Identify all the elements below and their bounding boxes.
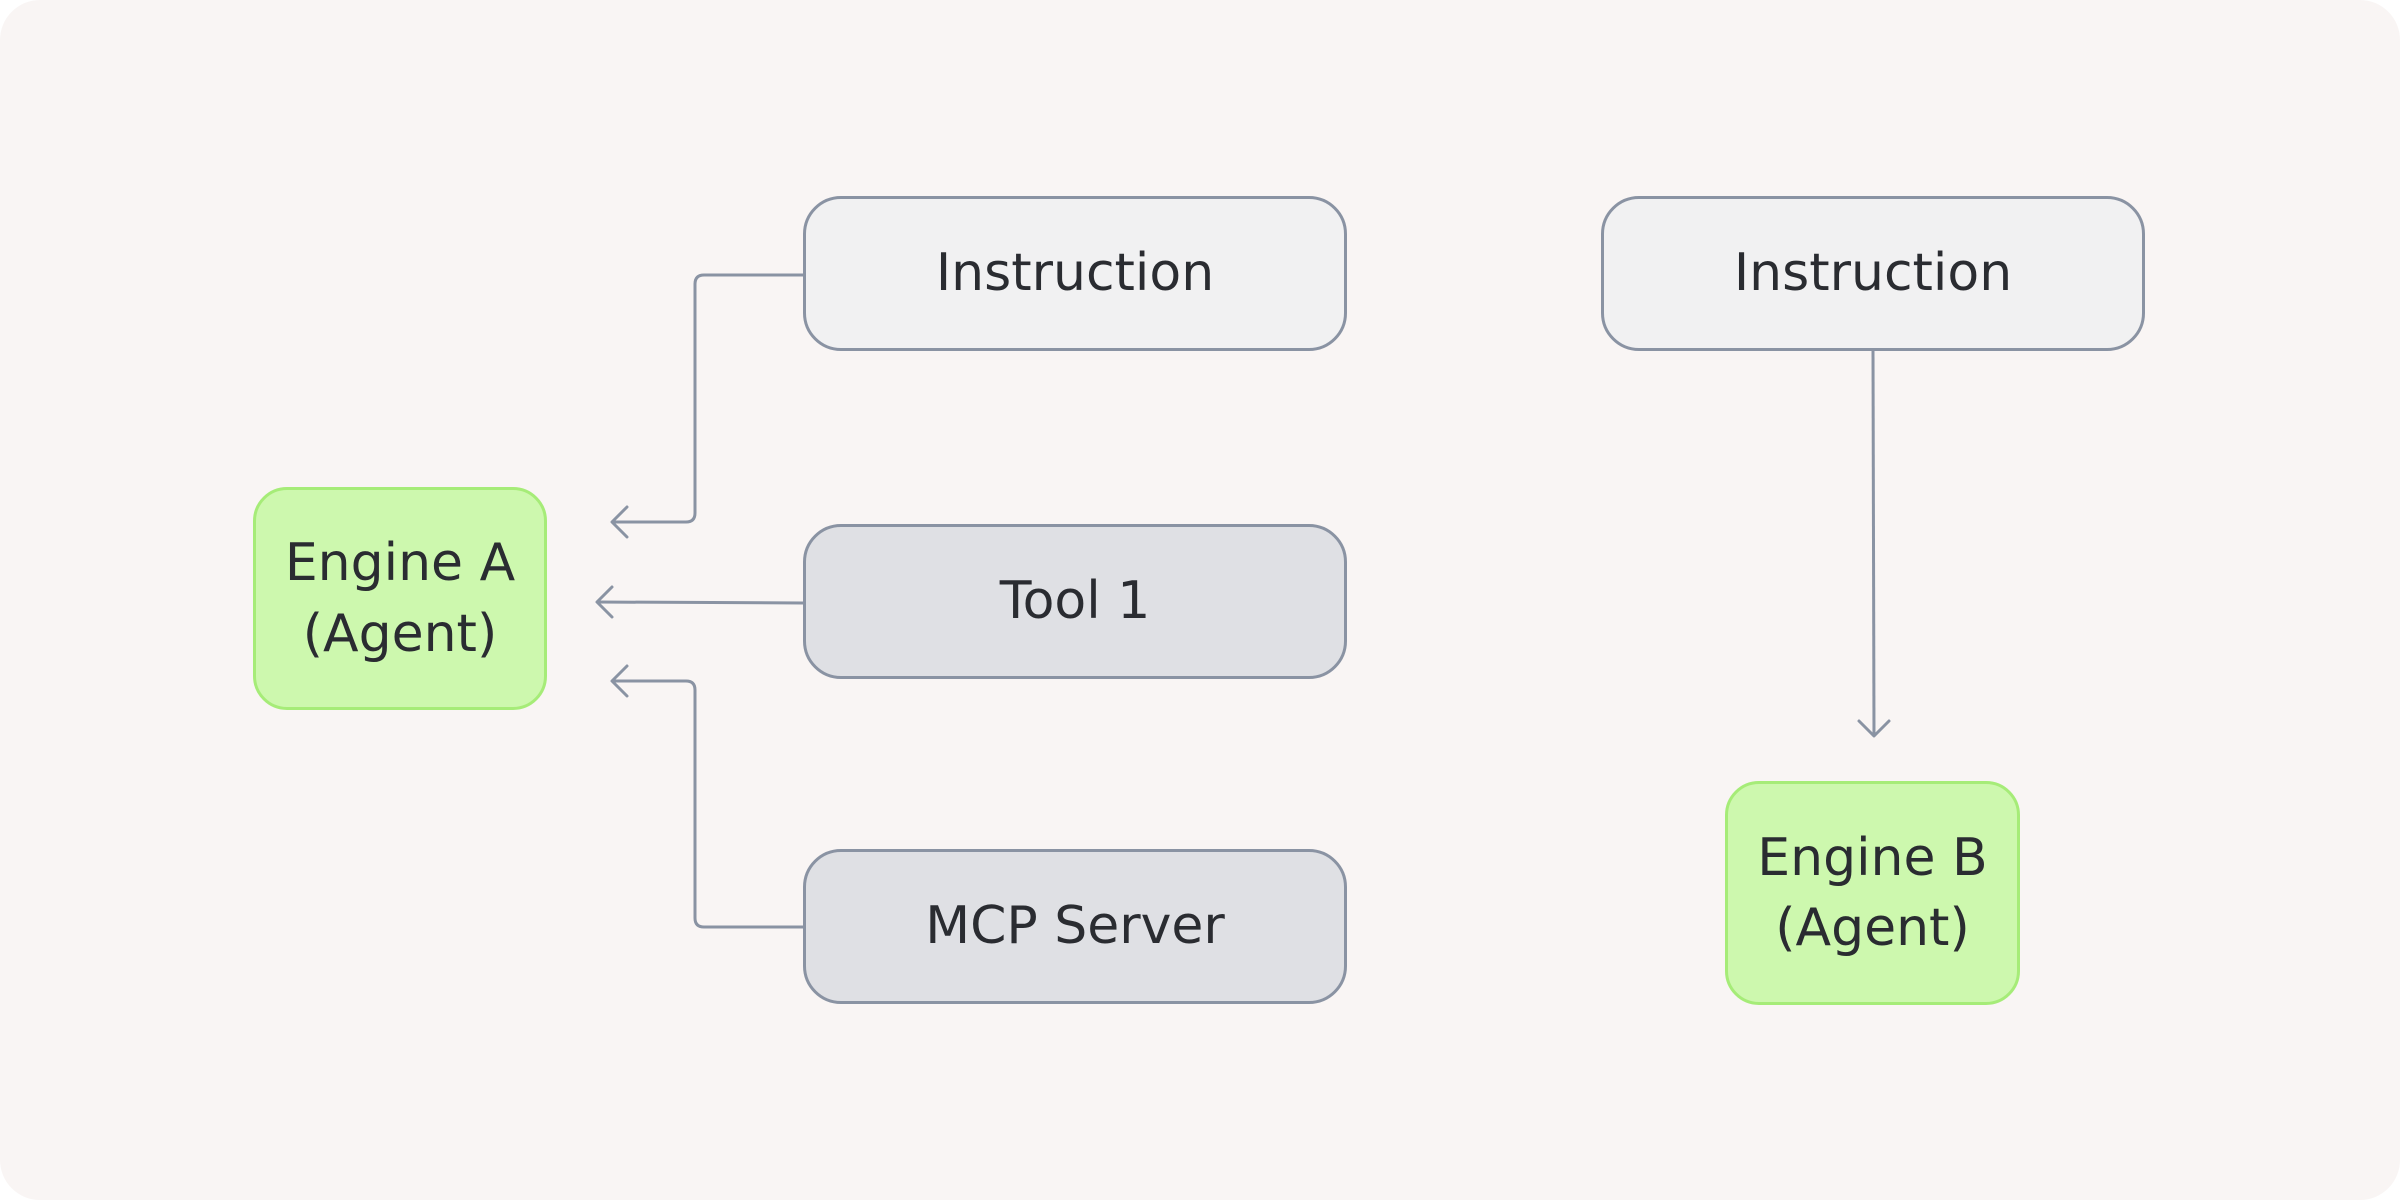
- connector-instruction-to-engine-a: [612, 273, 803, 524]
- engine-a-node-label: Engine A (Agent): [284, 533, 516, 664]
- connector-mcp-to-engine-a: [612, 679, 803, 929]
- connector-tool-to-engine-a: [596, 600, 804, 605]
- instruction-node-right-label: Instruction: [1733, 243, 2013, 304]
- engine-b-node: Engine B (Agent): [1725, 781, 2020, 1005]
- arrowhead-instruction-to-engine-b: [1857, 719, 1891, 738]
- arrowhead-instruction-to-engine-a: [610, 505, 629, 539]
- tool-1-node-label: Tool 1: [999, 571, 1151, 632]
- instruction-node-left-label: Instruction: [935, 243, 1215, 304]
- tool-1-node: Tool 1: [803, 524, 1347, 679]
- arrowhead-tool-to-engine-a: [595, 585, 614, 619]
- connector-instruction-to-engine-b: [1871, 350, 1876, 737]
- instruction-node-left: Instruction: [803, 196, 1347, 351]
- instruction-node-right: Instruction: [1601, 196, 2145, 351]
- engine-a-node: Engine A (Agent): [253, 487, 547, 710]
- mcp-server-node: MCP Server: [803, 849, 1347, 1004]
- mcp-server-node-label: MCP Server: [925, 896, 1225, 957]
- arrowhead-mcp-to-engine-a: [610, 664, 629, 698]
- engine-b-node-label: Engine B (Agent): [1757, 827, 1988, 958]
